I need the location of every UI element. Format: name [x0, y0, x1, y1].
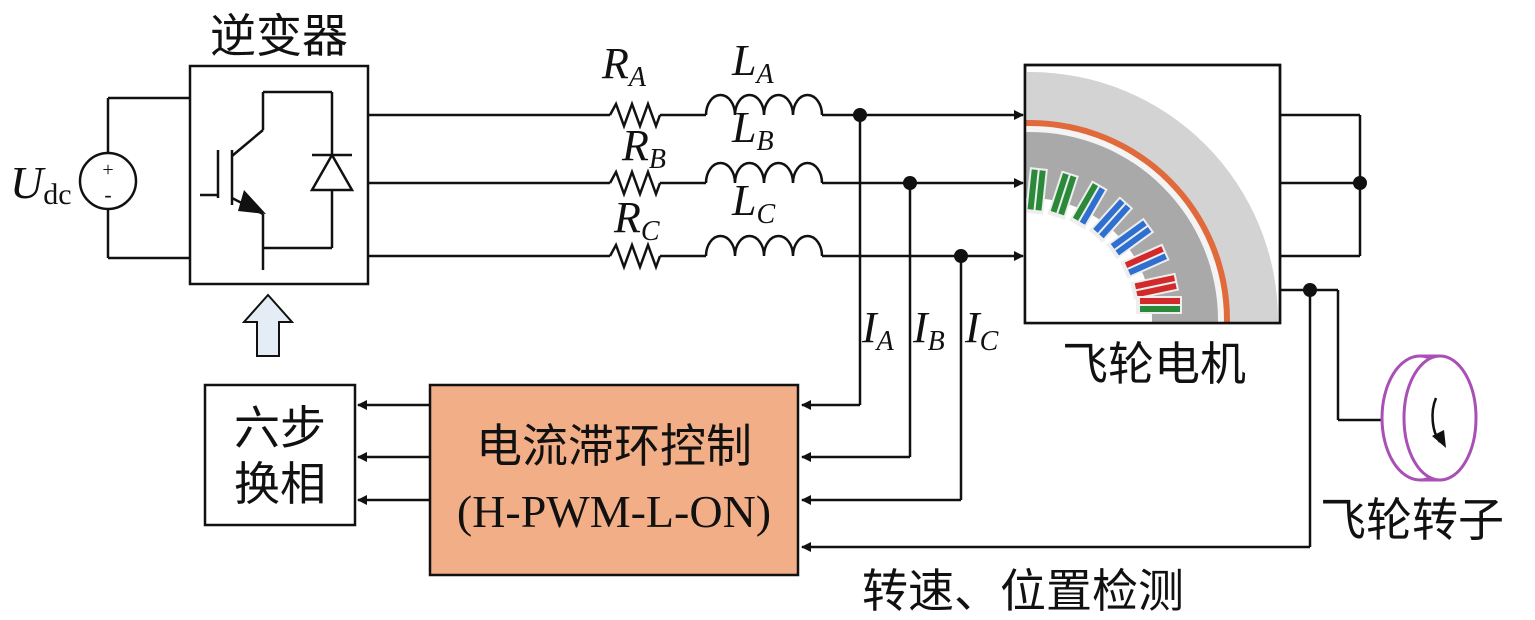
rotor-label: 飞轮转子	[1320, 493, 1504, 547]
commutation-line2: 换相	[234, 457, 326, 511]
gate-signal-arrow	[241, 293, 295, 357]
resistor-c-label: RC	[613, 193, 660, 247]
dc-source-plus: +	[102, 159, 113, 181]
inverter: 逆变器	[188, 9, 370, 286]
inductor-a-label: LA	[731, 36, 774, 90]
motor-label: 飞轮电机	[1062, 337, 1246, 391]
dc-source-symbol	[78, 151, 138, 211]
inductor-b-label: LB	[731, 103, 774, 157]
inductor-c	[704, 234, 824, 257]
resistor-c	[608, 241, 662, 271]
current-sense-wiring	[801, 108, 968, 505]
resistor-b	[608, 168, 662, 198]
six-step-commutation: 六步 换相	[203, 383, 357, 527]
phase-wiring	[368, 93, 1024, 271]
neutral-connection	[1280, 113, 1367, 258]
current-c-label: IC	[964, 303, 999, 357]
inverter-label: 逆变器	[210, 9, 348, 63]
resistor-b-label: RB	[621, 121, 666, 175]
flywheel-motor: 飞轮电机	[1023, 63, 1282, 391]
resistor-a-label: RA	[601, 39, 647, 93]
dc-source: + - Udc	[10, 96, 190, 260]
current-hysteresis-controller: 电流滞环控制 (H-PWM-L-ON)	[428, 383, 800, 577]
controller-output-arrows	[357, 400, 430, 505]
dc-source-label: Udc	[10, 157, 72, 211]
feedback-wiring	[801, 283, 1385, 552]
resistor-a	[608, 100, 662, 130]
diode-symbol	[309, 152, 355, 192]
inductor-b	[704, 161, 824, 184]
current-a-label: IA	[861, 303, 895, 357]
controller-line1: 电流滞环控制	[476, 419, 752, 473]
inductor-a	[704, 93, 824, 116]
stator-windings	[1025, 167, 1182, 314]
flywheel-rotor: 飞轮转子	[1320, 354, 1504, 547]
controller-line2: (H-PWM-L-ON)	[457, 486, 771, 537]
feedback-label: 转速、位置检测	[862, 564, 1184, 618]
commutation-line1: 六步	[234, 401, 326, 455]
dc-source-minus: -	[104, 182, 111, 207]
inductor-c-label: LC	[731, 176, 775, 230]
current-b-label: IB	[912, 303, 945, 357]
